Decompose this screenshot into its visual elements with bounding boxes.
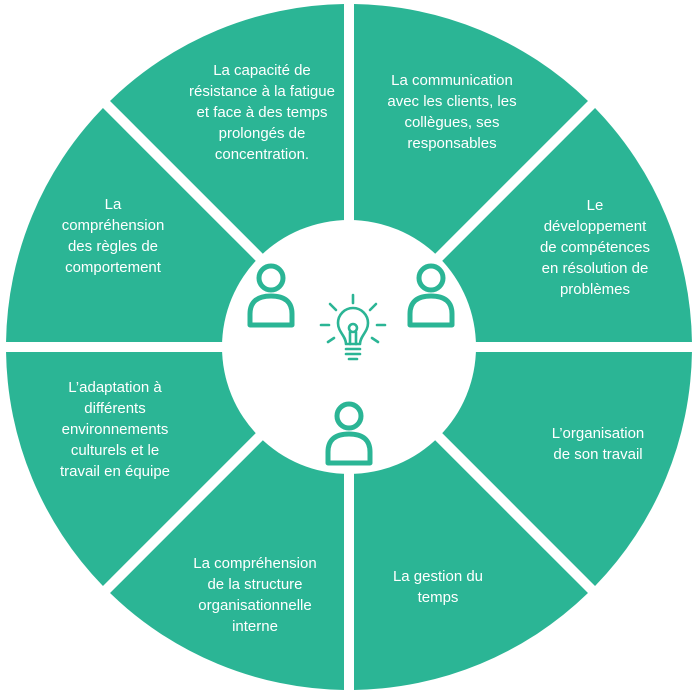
center-disc [222, 220, 476, 474]
segment-label: La communication avec les clients, les col… [387, 72, 516, 152]
lightbulb-icon [319, 293, 387, 361]
segment-label-line: environnements [62, 421, 169, 438]
segment-label-line: concentration. [215, 146, 309, 163]
segment-label-line: comportement [65, 259, 162, 276]
segment-label-line: La compréhension [193, 555, 316, 572]
person-icon [325, 401, 373, 466]
segment-label-line: prolongés de [219, 125, 306, 142]
segment-label-line: de la structure [207, 576, 302, 593]
segment-label: Le développement de compétences en résoluti… [540, 197, 650, 298]
segment-label: La gestion du temps [393, 568, 483, 606]
segment-label-line: La [105, 196, 122, 213]
segment-label-line: des règles de [68, 238, 158, 255]
segment-label-line: Le [587, 197, 604, 214]
labels-layer: La capacité de résistance à la fatigue et … [60, 62, 650, 635]
segment-label-line: culturels et le [71, 442, 159, 459]
segment-label: L’organisation de son travail [552, 425, 645, 463]
person-icon [407, 263, 455, 328]
segment-label: La capacité de résistance à la fatigue et … [189, 62, 335, 163]
person-icon [247, 263, 295, 328]
segment-label-line: en résolution de [542, 260, 649, 277]
segment-label-line: collègues, ses [404, 114, 499, 131]
segment-label-line: différents [84, 400, 145, 417]
segment-label-line: résistance à la fatigue [189, 83, 335, 100]
segment-label-line: problèmes [560, 281, 630, 298]
segment-label-line: La capacité de [213, 62, 311, 79]
segment-label-line: travail en équipe [60, 463, 170, 480]
segment-label-line: développement [544, 218, 647, 235]
segment-label-line: La communication [391, 72, 513, 89]
segment-label-line: de son travail [553, 446, 642, 463]
segment-label-line: temps [418, 589, 459, 606]
segment-label-line: responsables [407, 135, 496, 152]
segment-label: L’adaptation à différents environnements cu… [60, 379, 170, 480]
segment-label-line: compréhension [62, 217, 165, 234]
segment-label-line: interne [232, 618, 278, 635]
segment-label-line: avec les clients, les [387, 93, 516, 110]
segment-label-line: La gestion du [393, 568, 483, 585]
segment-label: La compréhension des règles de comportement [62, 196, 165, 276]
segment-label-line: L’adaptation à [68, 379, 162, 396]
segment-label-line: de compétences [540, 239, 650, 256]
segment-label: La compréhension de la structure organisat… [193, 555, 316, 635]
segment-label-line: et face à des temps [197, 104, 328, 121]
segment-label-line: organisationnelle [198, 597, 311, 614]
segment-label-line: L’organisation [552, 425, 645, 442]
